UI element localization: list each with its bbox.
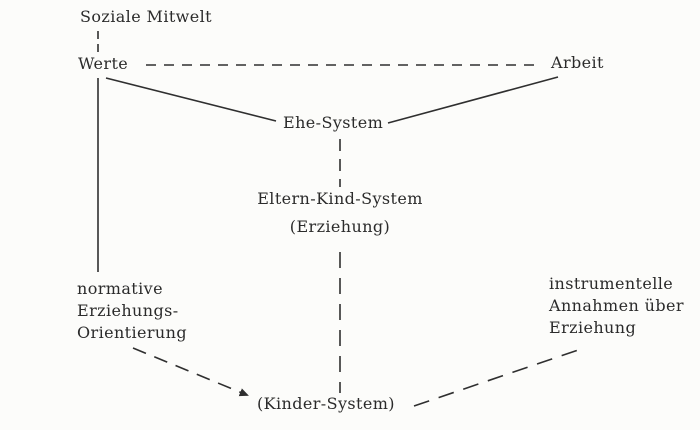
edge-normative-kinder-system <box>132 347 249 397</box>
node-eltern-kind-system: Eltern-Kind-System (Erziehung) <box>230 189 450 237</box>
instrumentelle-line-2: Annahmen über <box>549 296 684 315</box>
edge-werte-ehe-system <box>105 77 277 122</box>
node-werte: Werte <box>78 54 129 73</box>
node-ehe-system: Ehe-System <box>283 113 384 132</box>
eltern-kind-system-label: Eltern-Kind-System <box>257 189 423 208</box>
eltern-kind-system-sublabel: (Erziehung) <box>289 217 391 236</box>
node-kinder-system: (Kinder-System) <box>257 394 395 413</box>
normative-line-2: Erziehungs- <box>77 301 179 320</box>
node-normative-erziehungs-orientierung: normative Erziehungs- Orientierung <box>77 278 187 344</box>
normative-line-1: normative <box>77 279 163 298</box>
edge-ehe-system-arbeit <box>387 76 559 124</box>
normative-line-3: Orientierung <box>77 323 187 342</box>
instrumentelle-line-1: instrumentelle <box>549 274 674 293</box>
node-arbeit: Arbeit <box>551 53 604 72</box>
edge-kinder-system-instrumentelle <box>413 347 585 407</box>
instrumentelle-line-3: Erziehung <box>549 318 637 337</box>
node-instrumentelle-annahmen: instrumentelle Annahmen über Erziehung <box>549 273 684 339</box>
node-soziale-mitwelt: Soziale Mitwelt <box>80 7 212 26</box>
